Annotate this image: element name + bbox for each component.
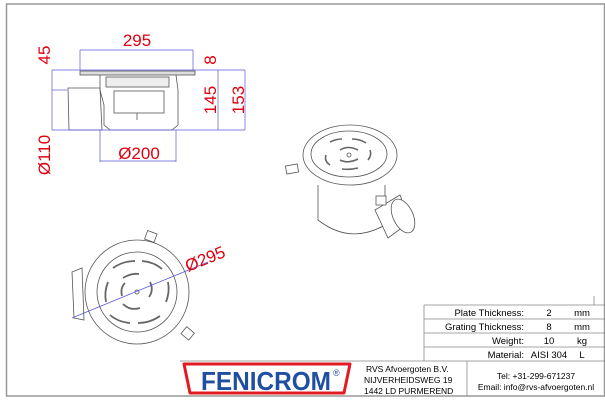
- svg-text:Grating Thickness:: Grating Thickness:: [445, 322, 524, 333]
- svg-text:10: 10: [544, 336, 555, 347]
- logo-text: FENICROM: [201, 366, 331, 396]
- svg-text:Weight:: Weight:: [492, 336, 524, 347]
- svg-text:Plate Thickness:: Plate Thickness:: [454, 308, 524, 319]
- company-name: RVS Afvoergoten B.V.: [366, 364, 449, 374]
- svg-text:2: 2: [546, 308, 551, 319]
- dim-height-45: 45: [35, 46, 54, 65]
- company-street: NIJVERHEIDSWEG 19: [364, 375, 453, 385]
- dim-height-145: 145: [201, 86, 220, 114]
- svg-text:mm: mm: [574, 322, 590, 333]
- top-view-dimension-line: [71, 261, 209, 319]
- svg-text:AISI 304: AISI 304: [531, 350, 567, 361]
- dim-height-153: 153: [229, 86, 248, 114]
- logo-registered-mark: ®: [333, 368, 340, 378]
- dim-outlet-110: Ø110: [35, 135, 54, 175]
- spec-row-weight: Weight: 10 kg: [492, 336, 587, 347]
- spec-table: [180, 296, 605, 396]
- dim-width-295: 295: [123, 31, 151, 50]
- fenicrom-logo: FENICROM ®: [182, 362, 352, 396]
- dim-plate-295: Ø295: [182, 243, 228, 276]
- side-view: [67, 70, 196, 131]
- spec-row-grating-thickness: Grating Thickness: 8 mm: [445, 322, 590, 333]
- svg-text:Material:: Material:: [488, 350, 524, 361]
- dim-body-200: Ø200: [118, 144, 160, 163]
- dim-plate-8: 8: [201, 55, 220, 64]
- spec-row-material: Material: AISI 304 L: [488, 350, 585, 361]
- isometric-view: [284, 124, 416, 239]
- svg-text:mm: mm: [574, 308, 590, 319]
- svg-text:8: 8: [546, 322, 551, 333]
- svg-text:kg: kg: [577, 336, 587, 347]
- spec-row-plate-thickness: Plate Thickness: 2 mm: [454, 308, 590, 319]
- company-city: 1442 LD PURMEREND: [364, 386, 453, 396]
- side-view-dimension-lines: [51, 49, 246, 162]
- top-view: [71, 230, 195, 345]
- svg-text:L: L: [579, 350, 584, 361]
- contact-tel: Tel: +31-299-671237: [497, 371, 575, 381]
- contact-email: Email: info@rvs-afvoergoten.nl: [478, 382, 594, 392]
